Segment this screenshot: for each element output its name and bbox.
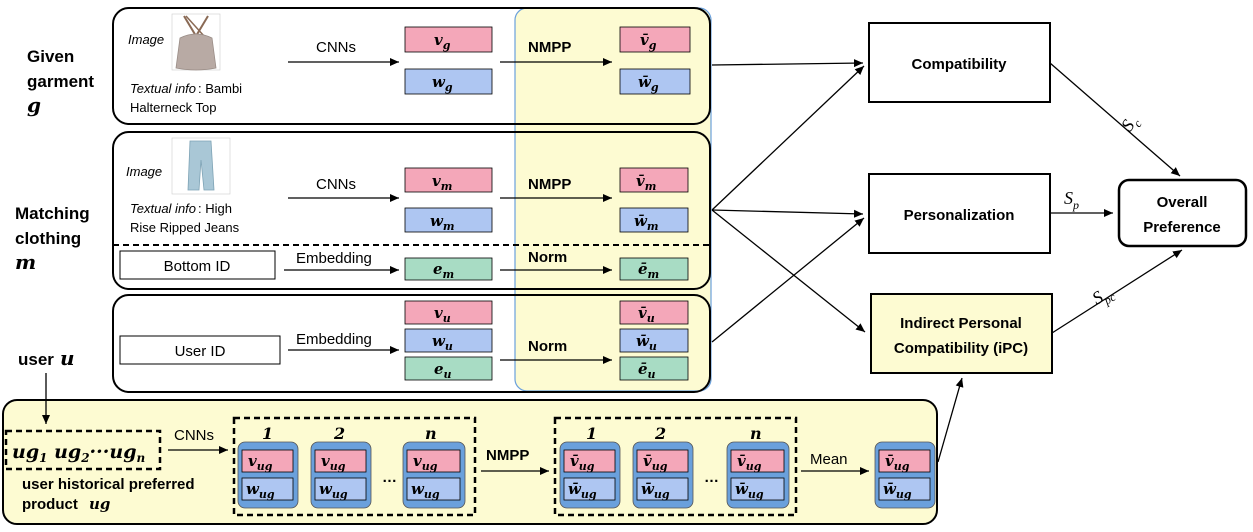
em-bar-box bbox=[619, 257, 689, 281]
vu-box bbox=[404, 300, 493, 325]
history-norm-block-1: 1 v̄ug w̄ug bbox=[559, 424, 621, 509]
user-symbol: u bbox=[60, 346, 75, 370]
vm-box bbox=[404, 167, 493, 193]
compatibility-label: Compatibility bbox=[911, 56, 1007, 73]
matching-image bbox=[171, 137, 231, 195]
ipc-to-overall bbox=[1051, 249, 1183, 334]
overall-label-2: Preference bbox=[1143, 219, 1221, 236]
personalization-box bbox=[868, 173, 1051, 254]
garment-textual-line2: Halterneck Top bbox=[130, 100, 216, 115]
history-block-1: 1 vug wug bbox=[237, 424, 299, 509]
history-nmpp-label: NMPP bbox=[486, 447, 529, 464]
garment-to-compatibility bbox=[711, 59, 864, 68]
score-p: Sp bbox=[1064, 188, 1079, 212]
history-norm-block-n: n v̄ug w̄ug bbox=[726, 424, 790, 509]
vm-bar-box bbox=[619, 167, 689, 193]
user-label: user bbox=[18, 350, 54, 369]
history-norm-block-2: 2 v̄ug w̄ug bbox=[632, 424, 694, 509]
garment-image bbox=[171, 13, 221, 71]
bottom-id-label: Bottom ID bbox=[164, 258, 231, 275]
matching-panel bbox=[112, 131, 711, 290]
history-nmpp-group bbox=[553, 416, 798, 517]
history-ellipsis-1: … bbox=[382, 469, 397, 486]
matching-label-1: Matching bbox=[15, 204, 90, 223]
history-mean-block: v̄ug w̄ug bbox=[874, 441, 936, 509]
history-caption-2: product bbox=[22, 496, 78, 513]
garment-label-1: Given bbox=[27, 47, 74, 66]
compatibility-box bbox=[868, 22, 1051, 103]
garment-label-2: garment bbox=[27, 72, 94, 91]
personalization-label: Personalization bbox=[904, 207, 1015, 224]
matching-textual-line2: Rise Ripped Jeans bbox=[130, 220, 240, 235]
ipc-label-1: Indirect Personal bbox=[900, 315, 1022, 332]
history-caption-symbol: ug bbox=[89, 495, 110, 513]
wu-box bbox=[404, 328, 493, 353]
svg-text:1: 1 bbox=[262, 424, 273, 443]
matching-embedding-label: Embedding bbox=[296, 250, 372, 267]
matching-symbol: m bbox=[15, 250, 36, 274]
history-to-ipc bbox=[937, 377, 964, 463]
garment-nmpp-label: NMPP bbox=[528, 39, 571, 56]
matching-textual-prefix: Textual info bbox=[130, 201, 196, 216]
matching-to-compatibility bbox=[711, 65, 865, 211]
vg-bar-box bbox=[619, 26, 691, 53]
user-id-box bbox=[119, 335, 281, 365]
garment-symbol: g bbox=[27, 93, 41, 117]
user-to-personalization bbox=[711, 217, 865, 343]
history-cnn-label: CNNs bbox=[174, 427, 214, 444]
garment-panel bbox=[112, 7, 711, 125]
eu-box bbox=[404, 356, 493, 381]
em-box bbox=[404, 257, 493, 281]
matching-to-personalization bbox=[711, 209, 864, 218]
matching-nmpp-label: NMPP bbox=[528, 176, 571, 193]
user-norm-label: Norm bbox=[528, 338, 567, 355]
ipc-label-2: Compatibility (iPC) bbox=[894, 340, 1028, 357]
wm-bar-box bbox=[619, 207, 689, 233]
matching-label-2: clothing bbox=[15, 229, 81, 248]
svg-text:1: 1 bbox=[586, 424, 597, 443]
overall-label-1: Overall bbox=[1157, 194, 1208, 211]
history-mean-label: Mean bbox=[810, 451, 848, 468]
user-panel bbox=[112, 294, 711, 393]
svg-text:2: 2 bbox=[333, 424, 345, 443]
svg-text:n: n bbox=[425, 424, 437, 443]
wu-bar-box bbox=[619, 328, 689, 353]
vu-bar-box bbox=[619, 300, 689, 325]
matching-textual-line1: : High bbox=[198, 201, 232, 216]
history-caption-1: user historical preferred bbox=[22, 476, 195, 493]
ipc-box bbox=[870, 293, 1053, 374]
overall-preference-box bbox=[1117, 178, 1248, 248]
eu-bar-box bbox=[619, 356, 689, 381]
wg-bar-box bbox=[619, 68, 691, 95]
history-block-n: n vug wug bbox=[402, 424, 466, 509]
garment-image-label: Image bbox=[128, 32, 164, 47]
vg-box bbox=[404, 26, 493, 53]
user-embedding-label: Embedding bbox=[296, 331, 372, 348]
svg-text:2: 2 bbox=[654, 424, 666, 443]
svg-text:n: n bbox=[750, 424, 762, 443]
garment-textual-line1: : Bambi bbox=[198, 81, 242, 96]
compatibility-to-overall bbox=[1049, 62, 1181, 177]
garment-cnn-label: CNNs bbox=[316, 39, 356, 56]
bottom-id-box bbox=[119, 250, 276, 280]
wg-box bbox=[404, 68, 493, 95]
history-items-box bbox=[4, 429, 162, 471]
matching-image-label: Image bbox=[126, 164, 162, 179]
history-items-label: ug1 ug2···ugn bbox=[12, 441, 145, 465]
history-ellipsis-2: … bbox=[704, 469, 719, 486]
matching-to-ipc bbox=[711, 209, 866, 333]
score-c: Sc bbox=[1117, 111, 1145, 137]
matching-norm-label: Norm bbox=[528, 249, 567, 266]
history-panel bbox=[2, 399, 938, 525]
history-block-2: 2 vug wug bbox=[310, 424, 372, 509]
user-id-label: User ID bbox=[175, 343, 226, 360]
history-cnn-group bbox=[232, 416, 477, 517]
garment-textual-prefix: Textual info bbox=[130, 81, 196, 96]
matching-cnn-label: CNNs bbox=[316, 176, 356, 193]
wm-box bbox=[404, 207, 493, 233]
